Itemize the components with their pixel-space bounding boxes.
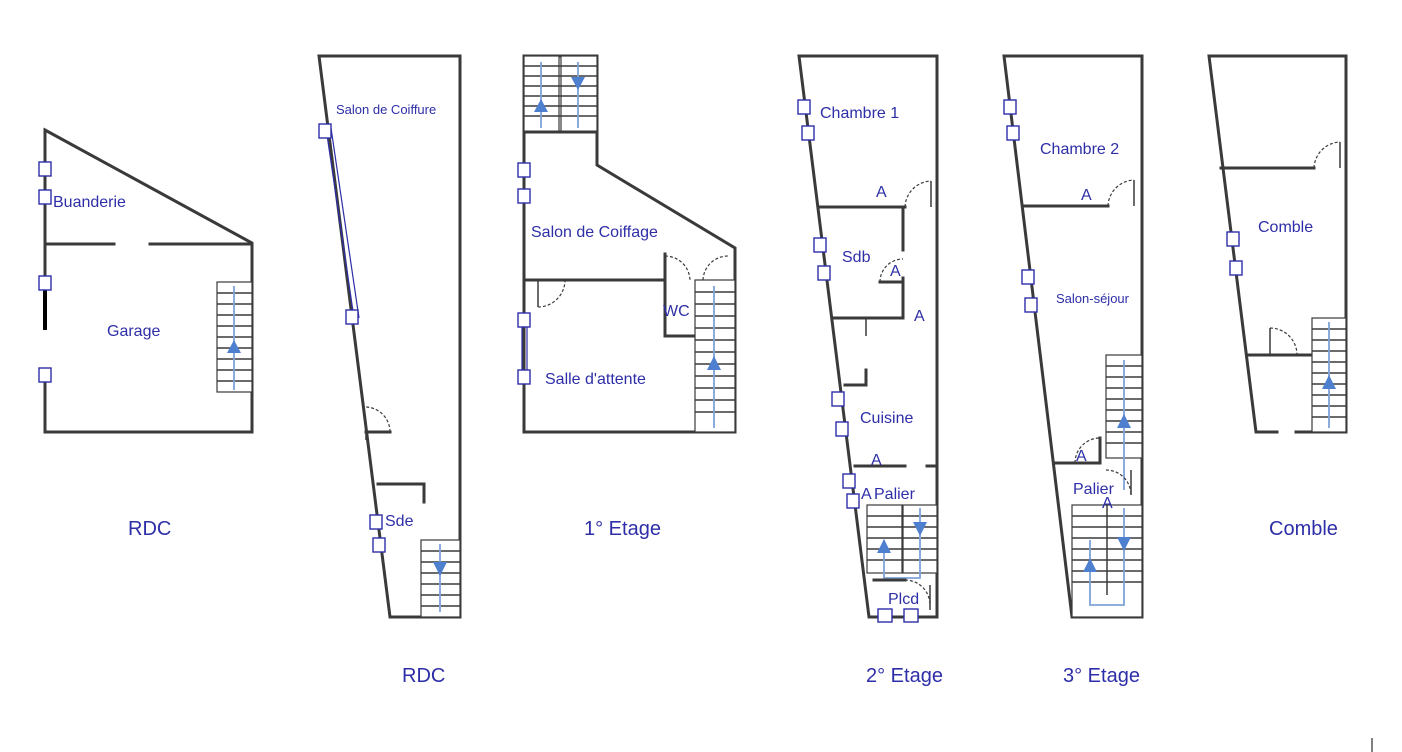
window-icon [813, 237, 827, 253]
door-swing-icon [1107, 179, 1135, 207]
marker-a: A [876, 184, 887, 201]
marker-a: A [1081, 187, 1092, 204]
door-swing-icon [1313, 141, 1341, 169]
door-swing-icon [904, 180, 932, 208]
room-label-palier: Palier [1073, 481, 1115, 498]
room-label-sdb: Sdb [842, 249, 871, 266]
window-icon [801, 125, 815, 141]
room-label-salon-sejour: Salon-séjour [1056, 291, 1130, 306]
window-icon [345, 309, 359, 325]
room-label-chambre1: Chambre 1 [820, 105, 899, 122]
marker-a: A [1076, 448, 1087, 465]
window-line [325, 127, 355, 319]
room-label-comble: Comble [1258, 219, 1313, 236]
room-label-wc: WC [663, 303, 690, 320]
window-icon [842, 473, 856, 489]
window-icon [372, 537, 386, 553]
room-label-cuisine: Cuisine [860, 410, 913, 427]
plan-title: Comble [1269, 518, 1338, 540]
window-icon [817, 265, 831, 281]
window-icon [797, 99, 811, 115]
door-swing-icon [364, 406, 391, 433]
room-label-placard: Plcd [888, 591, 919, 608]
marker-a: A [871, 452, 882, 469]
window-icon [1006, 125, 1020, 141]
plan-title: RDC [128, 518, 171, 540]
window-icon [517, 188, 531, 204]
window-icon [38, 161, 52, 177]
marker-a: A [1102, 495, 1113, 512]
room-label-salon-coiffure: Salon de Coiffure [336, 102, 436, 117]
marker-a: A [890, 263, 901, 280]
room-label-buanderie: Buanderie [53, 194, 126, 211]
interior-wall [376, 482, 426, 504]
staircase-icon [866, 504, 938, 579]
marker-a: A [861, 486, 872, 503]
room-label-salle-attente: Salle d'attente [545, 371, 646, 388]
window-icon [1003, 99, 1017, 115]
marker-a: A [914, 308, 925, 325]
window-icon [369, 514, 383, 530]
outer-wall [317, 54, 462, 619]
interior-wall [843, 368, 868, 387]
staircase-icon [1105, 354, 1143, 490]
room-label-chambre2: Chambre 2 [1040, 141, 1119, 158]
staircase-icon [1311, 317, 1347, 433]
window-icon [318, 123, 332, 139]
plan-title: RDC [402, 665, 445, 687]
window-icon [1021, 269, 1035, 285]
window-icon [835, 421, 849, 437]
window-icon [38, 275, 52, 291]
plan-comble: Comble Comble [1207, 54, 1348, 540]
window-icon [903, 608, 919, 623]
window-icon [38, 367, 52, 383]
door-swing-icon [702, 255, 729, 281]
plan-etage-3: Chambre 2 Salon-séjour Palier A A A 3° E… [1002, 54, 1144, 687]
plan-title: 1° Etage [584, 518, 661, 540]
window-icon [877, 608, 893, 623]
plan-title: 3° Etage [1063, 665, 1140, 687]
staircase-icon [694, 279, 736, 433]
window-icon [38, 189, 52, 205]
window-icon [517, 312, 531, 328]
room-label-garage: Garage [107, 323, 160, 340]
plan-title: 2° Etage [866, 665, 943, 687]
staircase-icon [420, 539, 461, 618]
interior-wall [663, 252, 696, 338]
window-icon [517, 162, 531, 178]
staircase-icon [1071, 504, 1143, 618]
window-icon [831, 391, 845, 407]
door-swing-icon [664, 255, 691, 281]
window-line [330, 127, 360, 319]
room-label-palier: Palier [874, 486, 916, 503]
plan-etage-2: Chambre 1 Sdb Cuisine Palier Plcd A A A … [797, 54, 943, 687]
window-icon [846, 493, 860, 509]
plan-etage-1: Salon de Coiffage WC Salle d'attente 1° … [517, 54, 737, 540]
window-icon [1226, 231, 1240, 247]
room-label-sde: Sde [385, 513, 414, 530]
staircase-icon [522, 55, 599, 134]
window-icon [1024, 297, 1038, 313]
plan-rdc-salon: Salon de Coiffure Sde RDC [317, 54, 462, 687]
room-label-salon-coiffage: Salon de Coiffage [531, 224, 658, 241]
door-swing-icon [537, 279, 566, 308]
window-icon [517, 369, 531, 385]
staircase-icon [216, 281, 253, 393]
door-swing-icon [879, 258, 904, 283]
window-icon [1229, 260, 1243, 276]
plan-rdc-garage: Buanderie Garage RDC [38, 127, 254, 540]
door-swing-icon [1269, 327, 1298, 356]
